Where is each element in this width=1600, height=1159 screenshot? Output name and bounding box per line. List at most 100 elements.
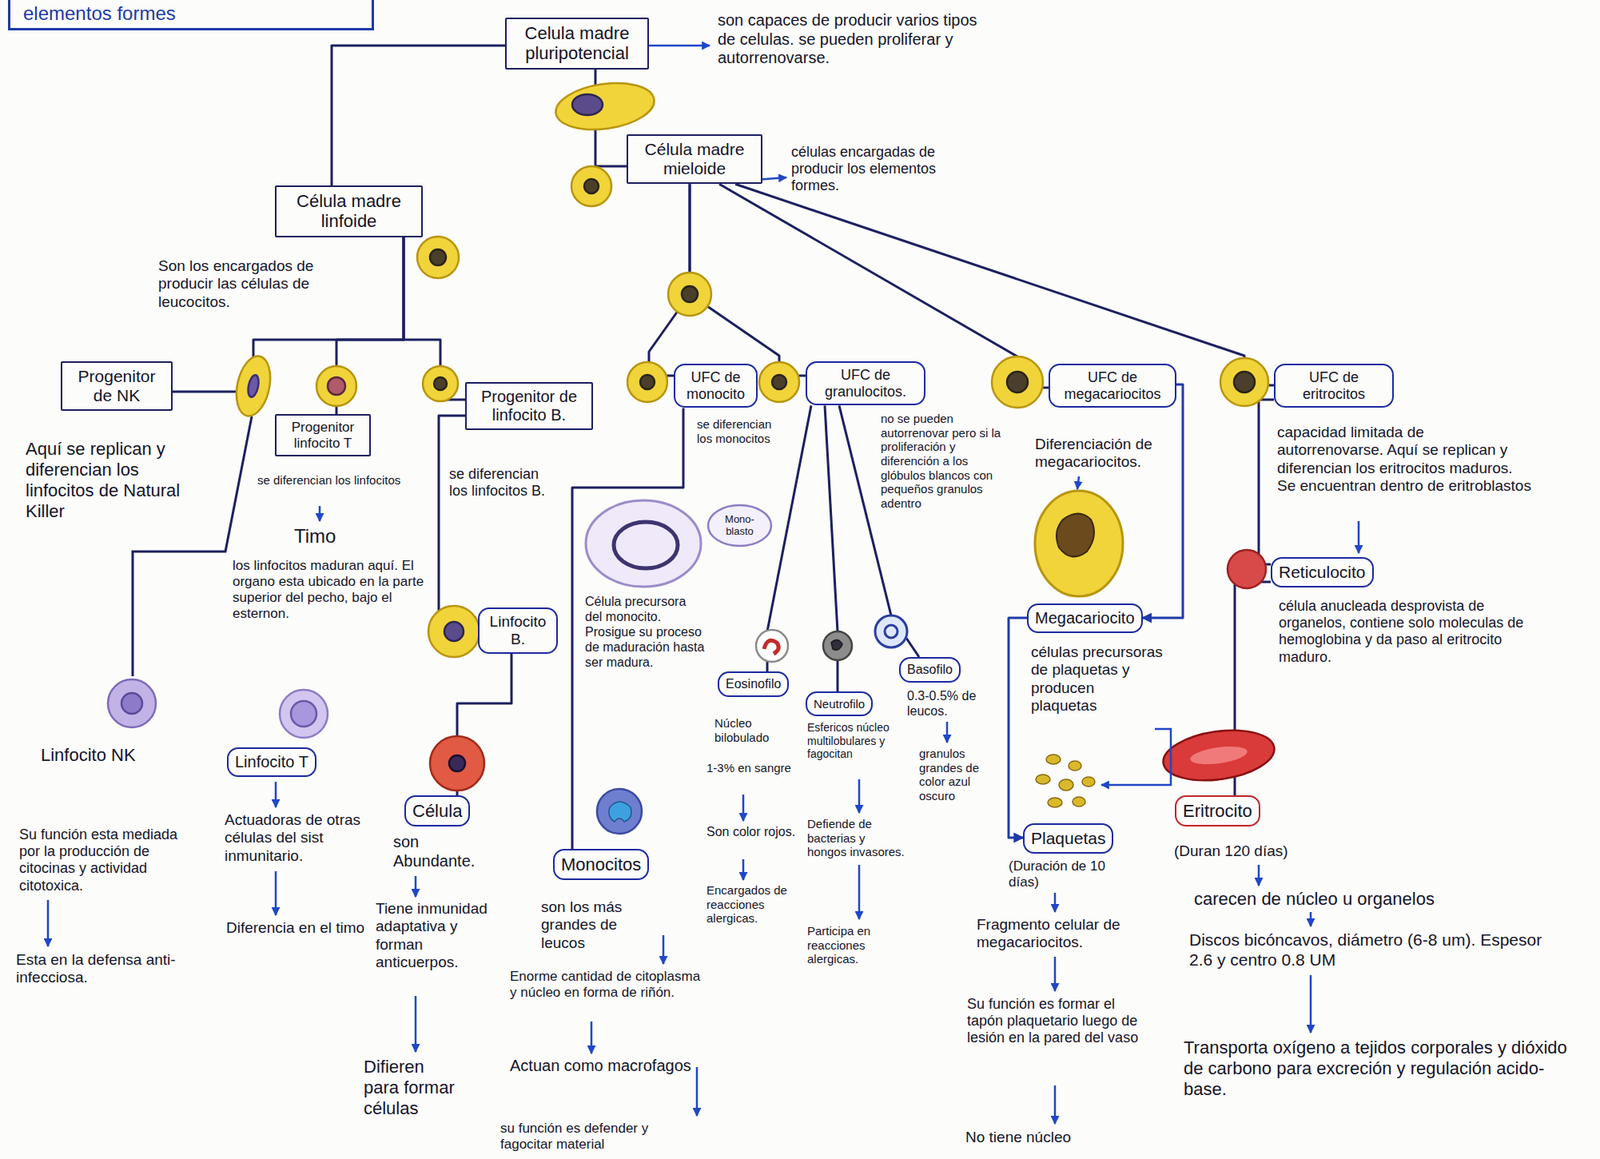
progenitor-cell-drawing [1220,358,1269,406]
progenitor-cell-drawing [991,356,1043,408]
node-text: Reticulocito [1278,562,1366,582]
node-text: Neutrofilo [813,696,865,711]
note-text: carecen de núcleo u organelos [1194,888,1546,910]
header-box: elementos formes [7,0,375,31]
lymphocyte-drawing [449,755,466,772]
progenitor-cell-drawing [433,377,447,391]
flow-arrow [1309,975,1313,1033]
flow-arrow [1077,476,1079,490]
granulocyte-drawing [875,615,908,648]
platelet-drawing [1035,774,1051,785]
node-text: Progenitor de NK [68,366,165,406]
flow-arrow [414,995,418,1052]
flow-arrow [858,864,861,920]
node-text: Linfocito T [234,752,309,772]
lymphocyte-drawing [429,736,485,791]
note-text: se diferencian los monocitos [696,417,781,446]
colony-unit-box: UFC de megacariocitos [1048,363,1177,408]
lymphocyte-drawing [107,679,156,728]
note-text: Enorme cantidad de citoplasma y núcleo e… [509,968,705,1001]
flow-arrow [590,1021,594,1054]
node-text: Celula madre pluripotencial [513,23,641,64]
platelet-drawing [1047,797,1063,808]
megakaryocyte-drawing [1056,513,1095,558]
cell-type-box: Plaquetas [1022,823,1114,854]
flow-arrow [274,781,278,808]
note-text: Tiene inmunidad adaptativa y forman anti… [375,899,496,972]
lymphocyte-drawing [290,700,317,727]
progenitor-cell-drawing [1233,371,1255,393]
platelet-drawing [1082,776,1095,787]
node-text: Progenitor de linfocito B. [473,387,586,425]
monocyte-drawing [585,500,701,587]
megakaryocyte-drawing [1034,490,1123,597]
note-text: Transporta oxígeno a tejidos corporales … [1183,1037,1588,1100]
flow-arrow [662,935,665,964]
note-text: célula anucleada desprovista de organelo… [1278,597,1535,666]
cell-type-box: Reticulocito [1270,557,1374,588]
colony-unit-box: UFC de eritrocitos [1273,363,1394,408]
stem-cell-box: Célula madre mieloide [626,134,763,184]
progenitor-cell-drawing [1006,371,1028,393]
granulocyte-drawing [823,631,852,661]
node-text: Basofilo [907,662,953,677]
stem-cell-drawing [681,286,698,303]
cell-type-box: Eosinofilo [717,671,789,697]
lymphocyte-drawing [121,692,143,714]
node-text: Linfocito B. [485,612,550,649]
cell-type-box: Célula [404,795,470,827]
progenitor-cell-drawing [316,366,357,406]
flow-arrow [858,779,861,813]
flow-arrow [742,794,745,821]
stem-cell-drawing [584,179,599,194]
progenitor-cell-drawing [759,362,800,402]
granulocyte-drawing [884,624,898,638]
colony-unit-box: UFC de granulocitos. [805,361,926,406]
lineage-line [1258,399,1274,565]
flow-arrow [1054,892,1057,912]
note-text: Aquí se replican y diferencian los linfo… [25,438,208,522]
stem-cell-drawing [429,249,446,266]
note-text: Difieren para formar células [363,1056,460,1119]
monocyte-drawing [608,801,632,822]
node-text: Eritrocito [1182,800,1253,821]
flow-arrow [47,899,50,947]
lineage-line [1142,384,1183,618]
lymphocyte-drawing [428,605,480,657]
progenitor-box: Progenitor linfocito T [274,413,371,457]
node-text: Megacariocito [1034,608,1135,628]
node-text: UFC de granulocitos. [813,366,918,400]
note-text: Defiende de bacterias y hongos invasores… [807,816,905,860]
stem-cell-drawing [553,77,658,136]
note-text: Esfericos núcleo multilobulares y fagoci… [807,720,902,761]
note-text: 0.3-0.5% de leucos. [907,688,988,720]
cell-type-box: Linfocito T [226,747,317,777]
cell-type-box: Linfocito B. [477,607,558,654]
megakaryocyte-drawing [1034,490,1123,597]
erythrocyte-drawing [1189,743,1249,768]
lineage-line [1008,617,1027,838]
bubble-outline [708,505,772,546]
note-text: se diferencian los linfocitos [257,473,410,488]
callout-bubble: Mono-blasto [706,503,773,548]
platelet-drawing [1068,760,1082,771]
stem-cell-drawing [572,94,603,116]
granulocyte-drawing [756,629,789,662]
note-text: Fragmento celular de megacariocitos. [976,915,1157,952]
note-text: Timo [294,525,367,548]
progenitor-cell-drawing [231,353,276,420]
progenitor-cell-drawing [231,353,1269,420]
flow-arrow [1101,728,1171,785]
flow-arrow [639,44,710,48]
node-text: Célula madre linfoide [282,191,415,232]
flow-arrow [696,1066,699,1116]
flow-arrow [946,721,949,743]
progenitor-box: Progenitor de NK [60,361,173,411]
progenitor-cell-drawing [627,362,668,402]
note-text: su función es defender y fagocitar mater… [500,1120,705,1153]
lineage-line [719,183,1049,388]
note-text: Núcleo bilobulado [714,716,799,745]
granulocyte-drawing [764,640,779,654]
note-text: 1-3% en sangre [706,760,795,776]
stem-cell-box: Célula madre linfoide [274,185,423,238]
